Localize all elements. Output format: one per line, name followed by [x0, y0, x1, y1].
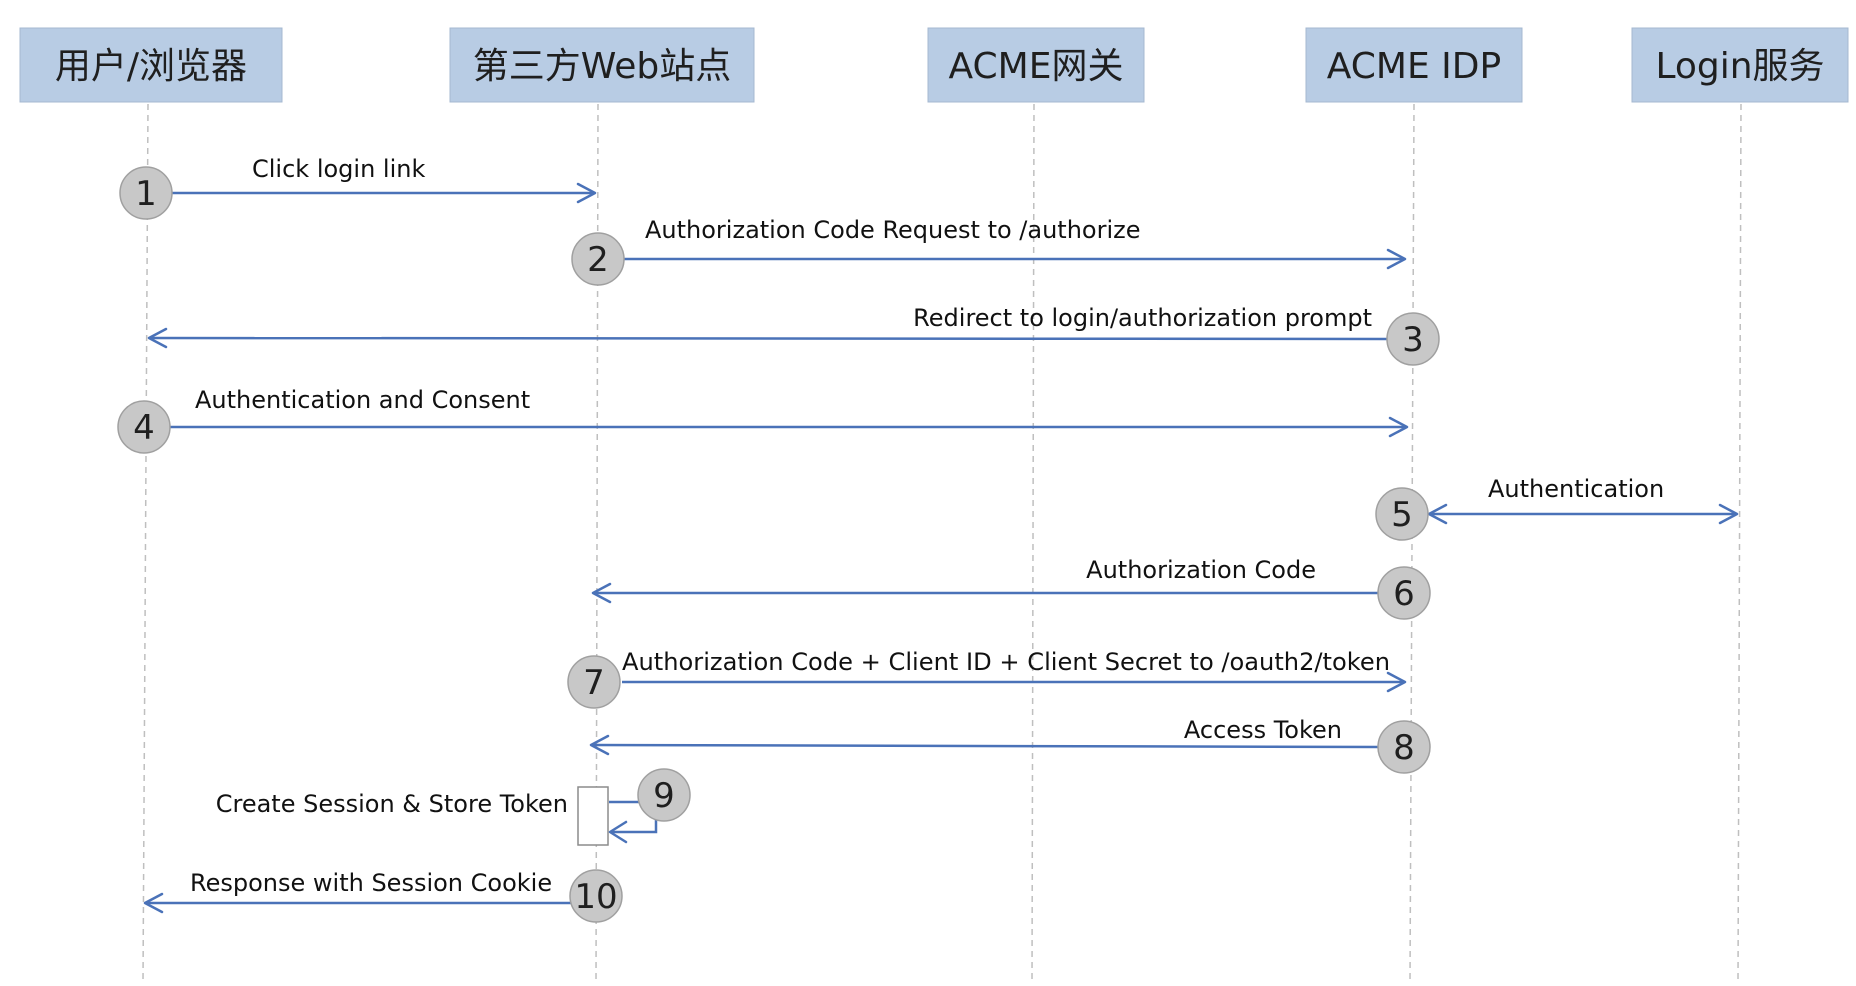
message-4: Authentication and Consent 4 — [117, 386, 1409, 454]
participant-login: Login服务 — [1631, 27, 1849, 103]
step-badge — [1386, 312, 1440, 366]
step-badge — [117, 400, 171, 454]
step-number: 7 — [583, 663, 605, 703]
message-label: Access Token — [1184, 716, 1342, 744]
participant-label: ACME IDP — [1327, 46, 1501, 87]
step-number: 8 — [1393, 728, 1415, 768]
step-number: 3 — [1402, 320, 1424, 360]
step-number: 10 — [574, 877, 617, 917]
step-number: 9 — [653, 776, 675, 816]
participant-label: 用户/浏览器 — [55, 46, 247, 87]
message-label: Authentication and Consent — [195, 386, 530, 414]
participant-gateway: ACME网关 — [927, 27, 1145, 103]
step-number: 6 — [1393, 574, 1415, 614]
participant-box — [1305, 27, 1523, 103]
message-1: Click login link 1 — [119, 155, 597, 220]
step-badge — [1375, 487, 1429, 541]
participant-browser: 用户/浏览器 — [19, 27, 283, 103]
lifeline-gateway — [1031, 103, 1035, 983]
step-badge — [567, 655, 621, 709]
arrow-head-icon — [591, 582, 612, 604]
message-label: Authentication — [1488, 475, 1664, 503]
participant-box — [927, 27, 1145, 103]
arrow-head-icon — [589, 734, 610, 756]
participant-box — [1631, 27, 1849, 103]
step-badge — [1377, 720, 1431, 774]
participant-label: Login服务 — [1655, 46, 1824, 87]
step-number: 4 — [133, 408, 155, 448]
arrow-head-left-icon — [1427, 503, 1448, 525]
arrow-head-icon — [1388, 416, 1409, 438]
message-5: Authentication 5 — [1375, 475, 1739, 541]
message-label: Response with Session Cookie — [190, 869, 552, 897]
step-badge — [569, 869, 623, 923]
participant-box — [19, 27, 283, 103]
message-label: Authorization Code Request to /authorize — [645, 216, 1141, 244]
arrow-line — [591, 743, 1381, 749]
message-7: Authorization Code + Client ID + Client … — [567, 648, 1407, 709]
step-badge — [1377, 566, 1431, 620]
message-label: Authorization Code — [1086, 556, 1316, 584]
participant-label: ACME网关 — [949, 46, 1124, 87]
arrow-head-right-icon — [1718, 503, 1739, 525]
step-number: 2 — [587, 240, 609, 280]
step-number: 1 — [135, 174, 157, 214]
lifeline-idp — [1409, 103, 1415, 983]
step-number: 5 — [1391, 495, 1413, 535]
activation-box — [577, 786, 609, 846]
arrow-head-icon — [147, 327, 168, 349]
message-2: Authorization Code Request to /authorize… — [571, 216, 1407, 286]
participant-label: 第三方Web站点 — [473, 46, 732, 87]
message-label: Redirect to login/authorization prompt — [913, 304, 1372, 332]
arrow-head-icon — [1386, 671, 1407, 693]
message-3: Redirect to login/authorization prompt 3 — [147, 304, 1440, 366]
step-badge — [571, 232, 625, 286]
message-10: Response with Session Cookie 10 — [143, 869, 623, 923]
message-8: Access Token 8 — [589, 716, 1431, 774]
message-label: Click login link — [252, 155, 425, 183]
participant-idp: ACME IDP — [1305, 27, 1523, 103]
participant-website: 第三方Web站点 — [449, 27, 755, 103]
message-6: Authorization Code 6 — [591, 556, 1431, 620]
lifeline-browser — [142, 103, 149, 983]
arrow-line — [149, 336, 1389, 341]
participant-box — [449, 27, 755, 103]
lifeline-login — [1737, 103, 1742, 983]
arrow-head-icon — [608, 820, 628, 844]
arrow-head-icon — [576, 182, 597, 204]
arrow-head-icon — [143, 892, 164, 914]
message-9: Create Session & Store Token 9 — [216, 768, 691, 846]
message-label: Authorization Code + Client ID + Client … — [622, 648, 1390, 676]
arrow-head-icon — [1386, 248, 1407, 270]
step-badge — [637, 768, 691, 822]
step-badge — [119, 166, 173, 220]
message-label: Create Session & Store Token — [216, 790, 568, 818]
